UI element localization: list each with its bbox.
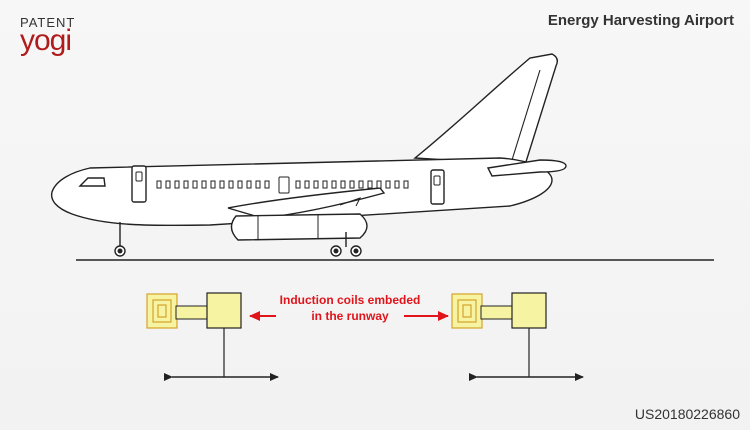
airplane-illustration [52,54,566,256]
rear-door [431,170,444,204]
coil-controller-box [512,293,546,328]
nose-gear [115,222,125,256]
wing-exit [279,177,289,193]
induction-coil-callout: Induction coils embeded in the runway [270,292,430,324]
callout-line-2: in the runway [270,308,430,324]
front-door [132,166,146,202]
callout-line-1: Induction coils embeded [270,292,430,308]
coil-controller-box [207,293,241,328]
patent-number: US20180226860 [635,406,740,422]
airplane-tail-fin [415,54,557,165]
induction-coil-right [452,293,583,377]
induction-coil-left [147,293,278,377]
induction-coil-icon [147,294,177,328]
induction-coil-icon [452,294,482,328]
